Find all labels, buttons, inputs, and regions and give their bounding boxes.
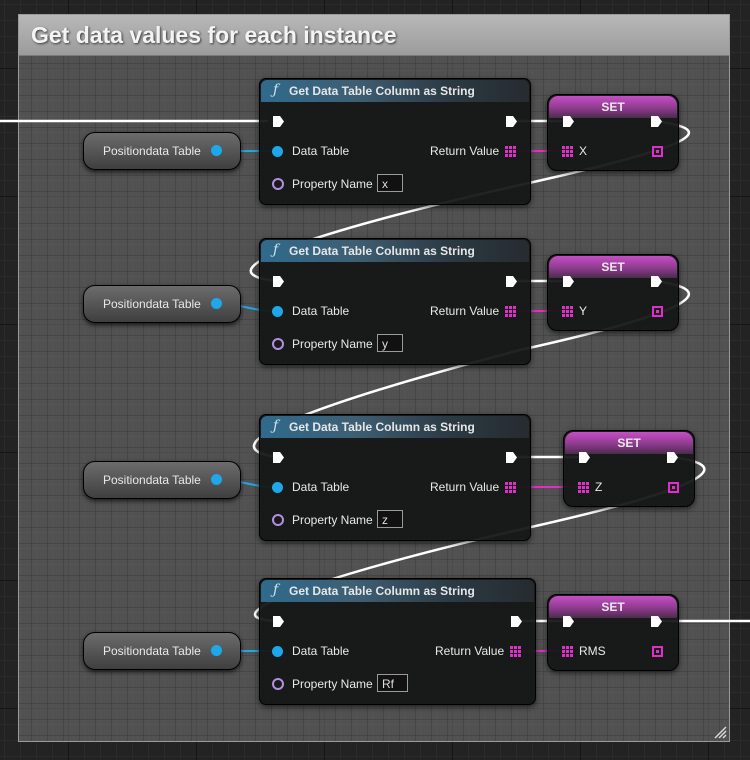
value-input-pin-icon[interactable] [562,306,573,317]
exec-in-icon[interactable] [578,451,591,464]
property-name-pin[interactable] [272,178,284,190]
variable-label: Positiondata Table [103,473,201,487]
return-value-label: Return Value [435,644,505,658]
return-value-pin-icon[interactable] [505,146,516,157]
set-header: SET [549,256,677,278]
data-table-input-pin[interactable] [272,482,283,493]
data-table-label: Data Table [292,644,350,658]
set-title: SET [617,436,641,450]
set-rms-node[interactable]: SET RMS [547,594,679,671]
exec-in-icon[interactable] [272,615,285,628]
return-value-pin-icon[interactable] [505,306,516,317]
property-name-label: Property Name [292,513,373,527]
variable-label: Positiondata Table [103,297,201,311]
node-title: Get Data Table Column as String [289,584,475,598]
table-output-pin[interactable] [211,298,222,309]
set-variable-label: RMS [579,644,606,658]
function-icon: ƒ [273,242,279,258]
node-header: ƒ Get Data Table Column as String [261,580,534,602]
exec-in-icon[interactable] [272,115,285,128]
table-output-pin[interactable] [211,145,222,156]
positiondata-table-variable[interactable]: Positiondata Table [83,461,241,499]
set-title: SET [601,260,625,274]
set-x-node[interactable]: SET X [547,94,679,171]
positiondata-table-variable[interactable]: Positiondata Table [83,285,241,323]
value-input-pin-icon[interactable] [562,646,573,657]
table-output-pin[interactable] [211,474,222,485]
function-icon: ƒ [273,418,279,434]
set-header: SET [565,432,693,454]
property-name-pin[interactable] [272,678,284,690]
comment-title: Get data values for each instance [31,22,397,48]
property-name-input[interactable]: z [377,510,403,528]
variable-label: Positiondata Table [103,144,201,158]
node-title: Get Data Table Column as String [289,244,475,258]
exec-out-icon[interactable] [650,615,663,628]
data-table-input-pin[interactable] [272,306,283,317]
comment-header[interactable]: Get data values for each instance [19,15,729,56]
node-header: ƒ Get Data Table Column as String [261,240,529,262]
data-table-label: Data Table [292,144,350,158]
node-title: Get Data Table Column as String [289,84,475,98]
resize-handle-icon[interactable] [713,725,727,739]
set-title: SET [601,100,625,114]
exec-in-icon[interactable] [562,615,575,628]
get-column-node[interactable]: ƒ Get Data Table Column as String Data T… [259,578,536,705]
return-value-label: Return Value [430,304,500,318]
set-y-node[interactable]: SET Y [547,254,679,331]
value-output-pin-icon[interactable] [652,146,663,157]
return-value-label: Return Value [430,144,500,158]
value-input-pin-icon[interactable] [578,482,589,493]
return-value-pin-icon[interactable] [505,482,516,493]
property-name-label: Property Name [292,337,373,351]
property-name-label: Property Name [292,177,373,191]
return-value-pin-icon[interactable] [510,646,521,657]
data-table-label: Data Table [292,304,350,318]
set-variable-label: X [579,144,588,158]
set-title: SET [601,600,625,614]
exec-in-icon[interactable] [272,275,285,288]
table-output-pin[interactable] [211,645,222,656]
data-table-input-pin[interactable] [272,646,283,657]
exec-in-icon[interactable] [562,275,575,288]
exec-out-icon[interactable] [510,615,523,628]
function-icon: ƒ [273,82,279,98]
node-header: ƒ Get Data Table Column as String [261,80,529,102]
exec-out-icon[interactable] [650,115,663,128]
exec-out-icon[interactable] [650,275,663,288]
exec-out-icon[interactable] [666,451,679,464]
data-table-label: Data Table [292,480,350,494]
value-output-pin-icon[interactable] [652,646,663,657]
value-output-pin-icon[interactable] [652,306,663,317]
get-column-node[interactable]: ƒ Get Data Table Column as String Data T… [259,78,531,205]
property-name-input[interactable]: y [377,334,403,352]
property-name-input[interactable]: Rf [377,674,408,692]
exec-in-icon[interactable] [272,451,285,464]
property-name-input[interactable]: x [377,174,403,192]
get-column-node[interactable]: ƒ Get Data Table Column as String Data T… [259,238,531,365]
exec-out-icon[interactable] [505,115,518,128]
value-output-pin-icon[interactable] [668,482,679,493]
value-input-pin-icon[interactable] [562,146,573,157]
function-icon: ƒ [273,582,279,598]
set-header: SET [549,596,677,618]
exec-out-icon[interactable] [505,451,518,464]
positiondata-table-variable[interactable]: Positiondata Table [83,132,241,170]
node-title: Get Data Table Column as String [289,420,475,434]
return-value-label: Return Value [430,480,500,494]
positiondata-table-variable[interactable]: Positiondata Table [83,632,241,670]
data-table-input-pin[interactable] [272,146,283,157]
node-header: ƒ Get Data Table Column as String [261,416,529,438]
property-name-pin[interactable] [272,514,284,526]
set-z-node[interactable]: SET Z [563,430,695,507]
get-column-node[interactable]: ƒ Get Data Table Column as String Data T… [259,414,531,541]
exec-in-icon[interactable] [562,115,575,128]
variable-label: Positiondata Table [103,644,201,658]
property-name-pin[interactable] [272,338,284,350]
set-variable-label: Y [579,304,588,318]
exec-out-icon[interactable] [505,275,518,288]
set-header: SET [549,96,677,118]
set-variable-label: Z [595,480,603,494]
property-name-label: Property Name [292,677,373,691]
